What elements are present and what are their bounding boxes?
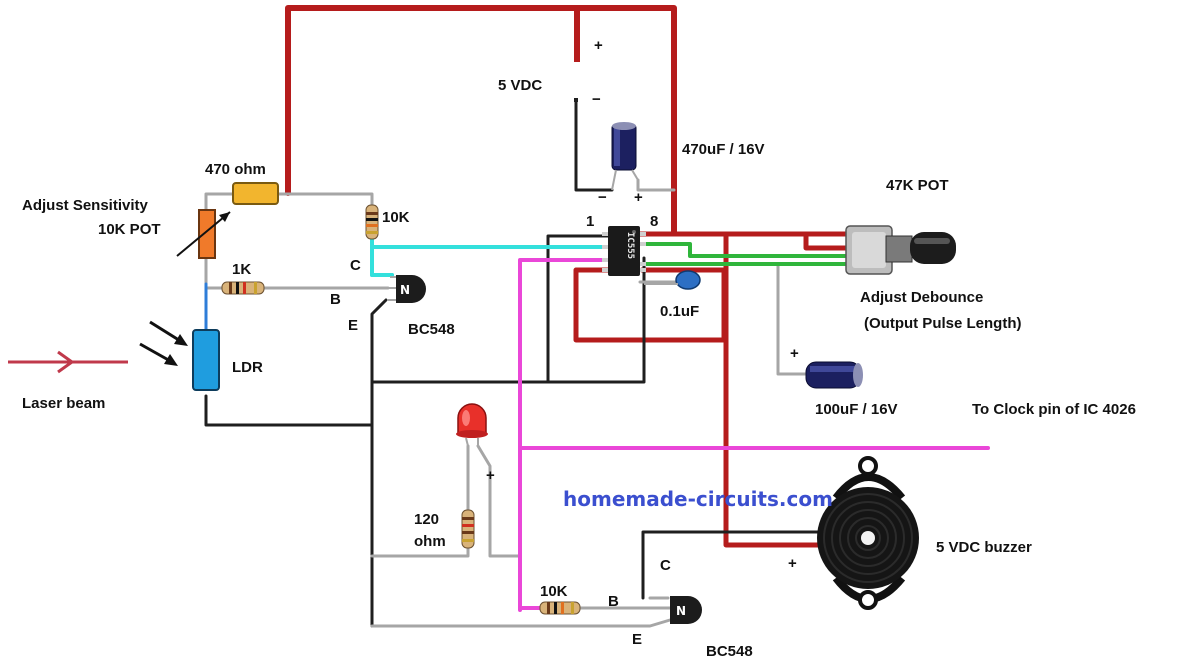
gray-led-wire bbox=[476, 444, 522, 558]
gray-100uf-wire bbox=[776, 262, 808, 376]
buzzer bbox=[817, 456, 919, 610]
led-red bbox=[456, 403, 488, 447]
laser-label: Laser beam bbox=[22, 395, 105, 412]
gray-emitter2-wire bbox=[370, 618, 672, 628]
supply-minus-label: − bbox=[592, 91, 601, 108]
laser-beam bbox=[8, 350, 128, 374]
red-pot-terminal-wire bbox=[803, 231, 851, 251]
gray-pot-470-wire bbox=[204, 192, 236, 212]
black-battery-minus-wire bbox=[574, 98, 614, 192]
debounce-title-label: Adjust Debounce bbox=[860, 289, 983, 306]
resistor-1k bbox=[221, 281, 265, 295]
green-wires bbox=[638, 242, 850, 266]
capacitor-470uf bbox=[611, 122, 639, 191]
q1-c-label: C bbox=[350, 257, 361, 274]
transistor-q1: N bbox=[388, 275, 426, 303]
r1k-label: 1K bbox=[232, 261, 251, 278]
black-ground-bus bbox=[370, 256, 646, 384]
r120-label-1: 120 bbox=[414, 511, 439, 528]
supply-plus-label: + bbox=[594, 37, 603, 54]
gray-wires bbox=[204, 178, 808, 628]
r10k-top-label: 10K bbox=[382, 209, 410, 226]
ldr-label: LDR bbox=[232, 359, 263, 376]
supply-label: 5 VDC bbox=[498, 77, 542, 94]
cap-main-plus-label: + bbox=[634, 189, 643, 206]
resistor-10k-bottom bbox=[539, 601, 581, 615]
q1-b-label: B bbox=[330, 291, 341, 308]
red-top-wire bbox=[285, 5, 677, 235]
black-emitter-wire bbox=[370, 298, 388, 427]
light-arrows bbox=[139, 320, 188, 366]
black-pin1-wire bbox=[546, 234, 612, 384]
cap-100-plus-label: + bbox=[790, 345, 799, 362]
q2-label: BC548 bbox=[706, 643, 753, 660]
capacitor-0-1uf bbox=[644, 270, 701, 290]
labels: + 5 VDC − 470uF / 16V − + 47K POT 470 oh… bbox=[22, 37, 1136, 660]
pot-47k bbox=[845, 225, 956, 275]
green-pot-wire-1 bbox=[638, 242, 850, 258]
pot-debounce-label: 47K POT bbox=[886, 177, 949, 194]
r470-label: 470 ohm bbox=[205, 161, 266, 178]
cap-main-label: 470uF / 16V bbox=[682, 141, 765, 158]
pin1-label: 1 bbox=[586, 213, 594, 230]
svg-text:N: N bbox=[400, 283, 410, 297]
magenta-output-wire bbox=[518, 258, 612, 612]
sensitivity-pot-label: 10K POT bbox=[98, 221, 161, 238]
cap-main-minus-label: − bbox=[598, 189, 607, 206]
ic-label: IC555 bbox=[625, 232, 635, 259]
debounce-sub-label: (Output Pulse Length) bbox=[864, 315, 1021, 332]
resistor-470-ohm bbox=[232, 182, 279, 205]
q1-label: BC548 bbox=[408, 321, 455, 338]
gray-120-gnd-wire bbox=[370, 546, 470, 558]
q2-e-label: E bbox=[632, 631, 642, 648]
red-wires bbox=[285, 5, 851, 548]
cap-100-label: 100uF / 16V bbox=[815, 401, 898, 418]
brand-label: homemade-circuits.com bbox=[563, 487, 833, 511]
gray-cap470-plus-wire bbox=[636, 178, 676, 192]
q2-c-label: C bbox=[660, 557, 671, 574]
black-buzzer-collector-wire bbox=[641, 530, 828, 600]
buzzer-label: 5 VDC buzzer bbox=[936, 539, 1032, 556]
gray-470-10k-wire bbox=[276, 192, 374, 207]
black-wires bbox=[204, 98, 828, 628]
buzzer-plus-label: + bbox=[788, 555, 797, 572]
capacitor-100uf bbox=[805, 361, 863, 389]
resistor-10k-top bbox=[365, 204, 379, 240]
resistor-120-ohm bbox=[461, 509, 475, 549]
led-plus-label: + bbox=[486, 467, 495, 484]
r10k-bottom-label: 10K bbox=[540, 583, 568, 600]
sensitivity-pot bbox=[176, 209, 231, 259]
magenta-wires bbox=[518, 258, 990, 612]
red-reset-loop-wire bbox=[573, 267, 727, 343]
ic-555: IC555 bbox=[602, 226, 646, 276]
black-ldr-ground-wire bbox=[204, 394, 374, 628]
cap-small-label: 0.1uF bbox=[660, 303, 699, 320]
svg-text:N: N bbox=[676, 604, 686, 618]
q2-b-label: B bbox=[608, 593, 619, 610]
r120-label-2: ohm bbox=[414, 533, 446, 550]
clock-label: To Clock pin of IC 4026 bbox=[972, 401, 1136, 418]
transistor-q2: N bbox=[670, 596, 702, 624]
ldr bbox=[192, 329, 220, 391]
q1-e-label: E bbox=[348, 317, 358, 334]
pin8-label: 8 bbox=[650, 213, 658, 230]
cyan-trigger-wire-2 bbox=[370, 238, 394, 277]
sensitivity-title-label: Adjust Sensitivity bbox=[22, 197, 149, 214]
